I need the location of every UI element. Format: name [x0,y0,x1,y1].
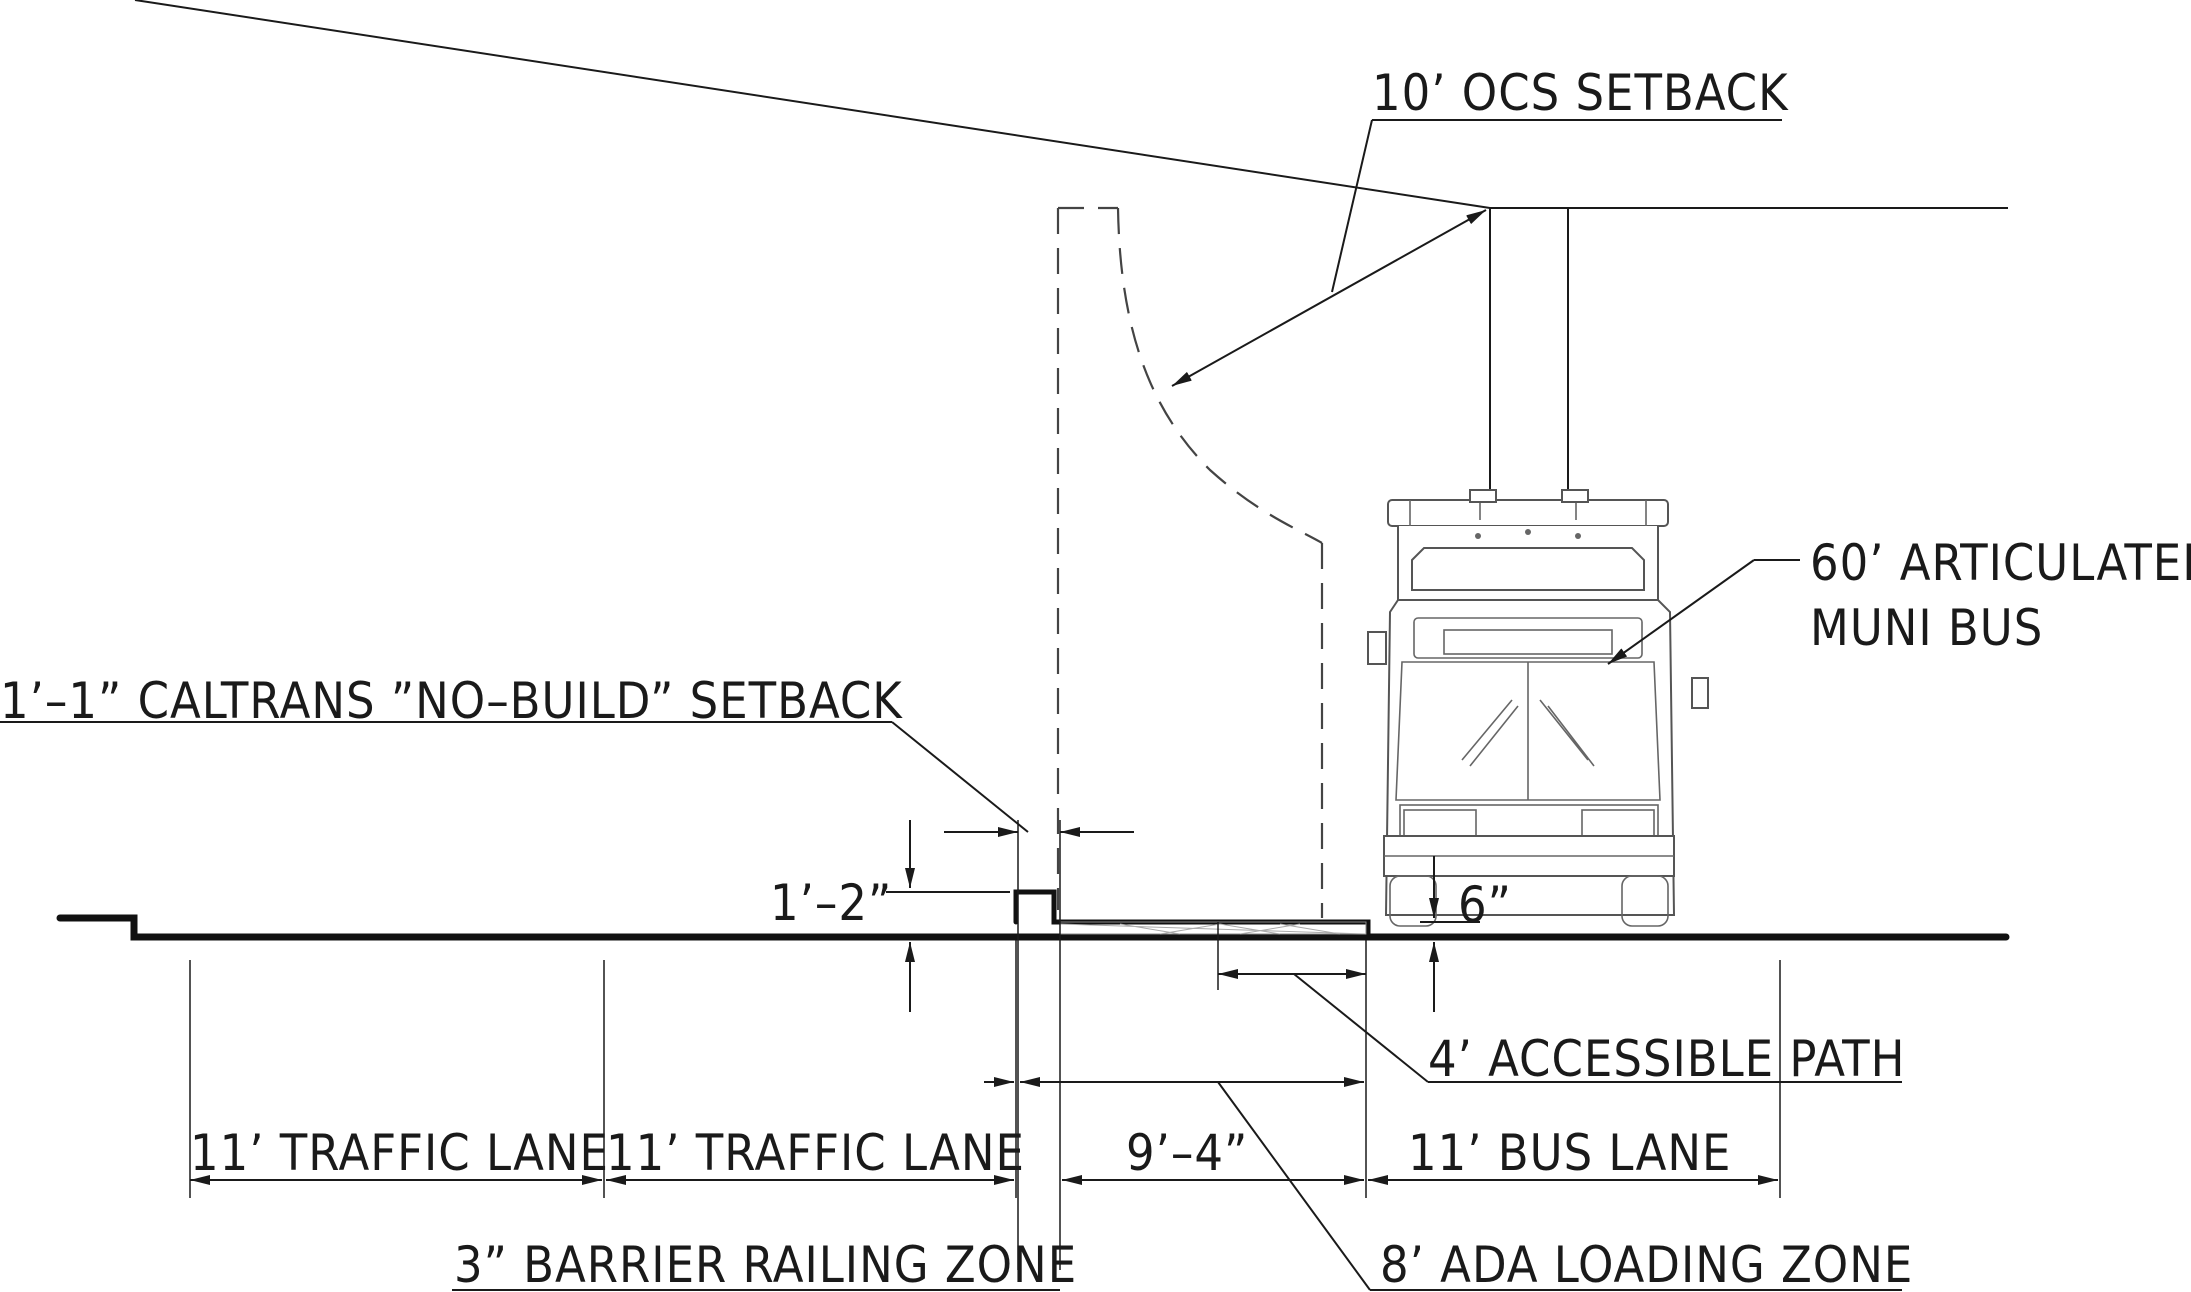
ada-zone-label: 8’ ADA LOADING ZONE [1380,1236,1913,1292]
barrier-height-dimension [886,820,1010,1012]
caltrans-setback-label: 1’–1” CALTRANS ”NO–BUILD” SETBACK [0,672,903,730]
bus-label-leader [1607,559,1800,665]
accessible-path-dimension [1217,922,1902,1083]
curb-height-dimension [1420,856,1480,1012]
barrier-height-label: 1’–2” [770,874,892,932]
curb-height-label: 6” [1458,876,1512,934]
accessible-path-label: 4’ ACCESSIBLE PATH [1428,1030,1905,1088]
bus-lane-label: 11’ BUS LANE [1408,1124,1731,1182]
traffic-lane-1-label: 11’ TRAFFIC LANE [190,1124,609,1182]
barrier-zone-label: 3” BARRIER RAILING ZONE [454,1236,1077,1292]
muni-bus-drawing [1367,489,1709,927]
ocs-setback-dimension [1171,119,1782,387]
road-profile [56,889,2010,941]
lane-dimension-lines [190,1077,1778,1185]
traffic-lane-2-label: 11’ TRAFFIC LANE [606,1124,1025,1182]
platform-width-label: 9’–4” [1126,1124,1248,1182]
bus-label-line1: 60’ ARTICULATED [1810,534,2191,592]
lane-extension-lines [189,940,1781,1198]
ocs-setback-envelope [1056,206,1324,918]
ocs-setback-label: 10’ OCS SETBACK [1372,64,1789,122]
ada-zone-leader [1217,1081,1902,1291]
bus-label-line2: MUNI BUS [1810,599,2043,657]
ocs-wires [134,0,2008,500]
caltrans-setback-dimension [0,721,1134,1270]
